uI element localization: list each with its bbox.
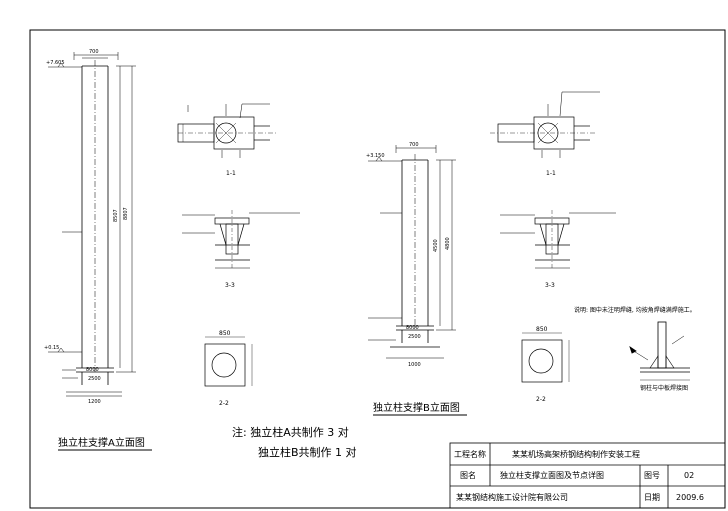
sec-b-33-label: 3-3 [545,282,555,289]
column-b-elevation [368,145,456,359]
tb-date-value: 2009.6 [676,493,704,502]
plan-b-dim: 850 [536,326,548,333]
detail-caption: 钢柱与中板焊接图 [640,384,688,392]
col-b-base-total: 1000 [408,362,421,368]
section-b-1-1 [490,91,600,158]
tb-drawing-value: 独立柱支撑立面图及节点详图 [500,470,604,480]
sec-b-11-label: 1-1 [546,170,556,177]
col-b-elev-top: +3.150 [366,153,385,159]
tb-date-label: 日期 [644,493,660,502]
section-a-3-3 [182,210,300,269]
tb-project-label: 工程名称 [454,449,486,459]
sec-a-33-label: 3-3 [225,282,235,289]
drawing-border [29,29,726,509]
sec-a-11-label: 1-1 [226,170,236,177]
col-a-caption: 独立柱支撑A立面图 [58,436,145,449]
col-b-total-height: 4800 [445,237,451,250]
tb-project-value: 某某机场高架桥钢结构制作安装工程 [512,449,640,459]
column-a-elevation [48,52,136,397]
weld-detail [629,321,690,381]
plan-a-dim: 850 [219,330,231,337]
col-b-top-width: 700 [409,142,419,148]
col-b-base-plate: 8000 [406,325,419,331]
weld-note: 说明: 图中未注明焊缝, 均按角焊缝满焊施工。 [574,306,696,314]
sec-a-22-label: 2-2 [219,400,229,407]
section-a-1-1 [177,103,276,158]
col-a-base-dim: 2500 [88,376,101,382]
col-a-top-width: 700 [89,49,99,55]
col-a-inner-height: 8507 [113,209,119,222]
tb-code-label: 图号 [644,471,660,480]
col-b-inner-height: 4500 [433,239,439,252]
col-a-base-total: 1200 [88,399,101,405]
tb-company: 某某钢结构施工设计院有限公司 [456,492,568,502]
section-a-2-2-plan [204,336,253,387]
col-a-elev-bottom: +0.15 [44,345,59,351]
col-a-elev-top: +7.605 [46,60,65,66]
sec-b-22-label: 2-2 [536,396,546,403]
tb-drawing-label: 图名 [460,470,476,480]
tb-code-value: 02 [684,471,694,480]
note-line-1: 注: 独立柱A共制作 3 对 [232,425,349,439]
col-a-total-height: 8807 [123,207,129,220]
section-b-3-3 [500,210,616,269]
col-a-base-plate: 8000 [86,367,99,373]
title-block [449,442,726,509]
note-line-2: 独立柱B共制作 1 对 [258,445,357,459]
col-b-base-dim: 2500 [408,334,421,340]
col-b-caption: 独立柱支撑B立面图 [373,401,460,414]
section-b-2-2-plan [521,332,570,383]
